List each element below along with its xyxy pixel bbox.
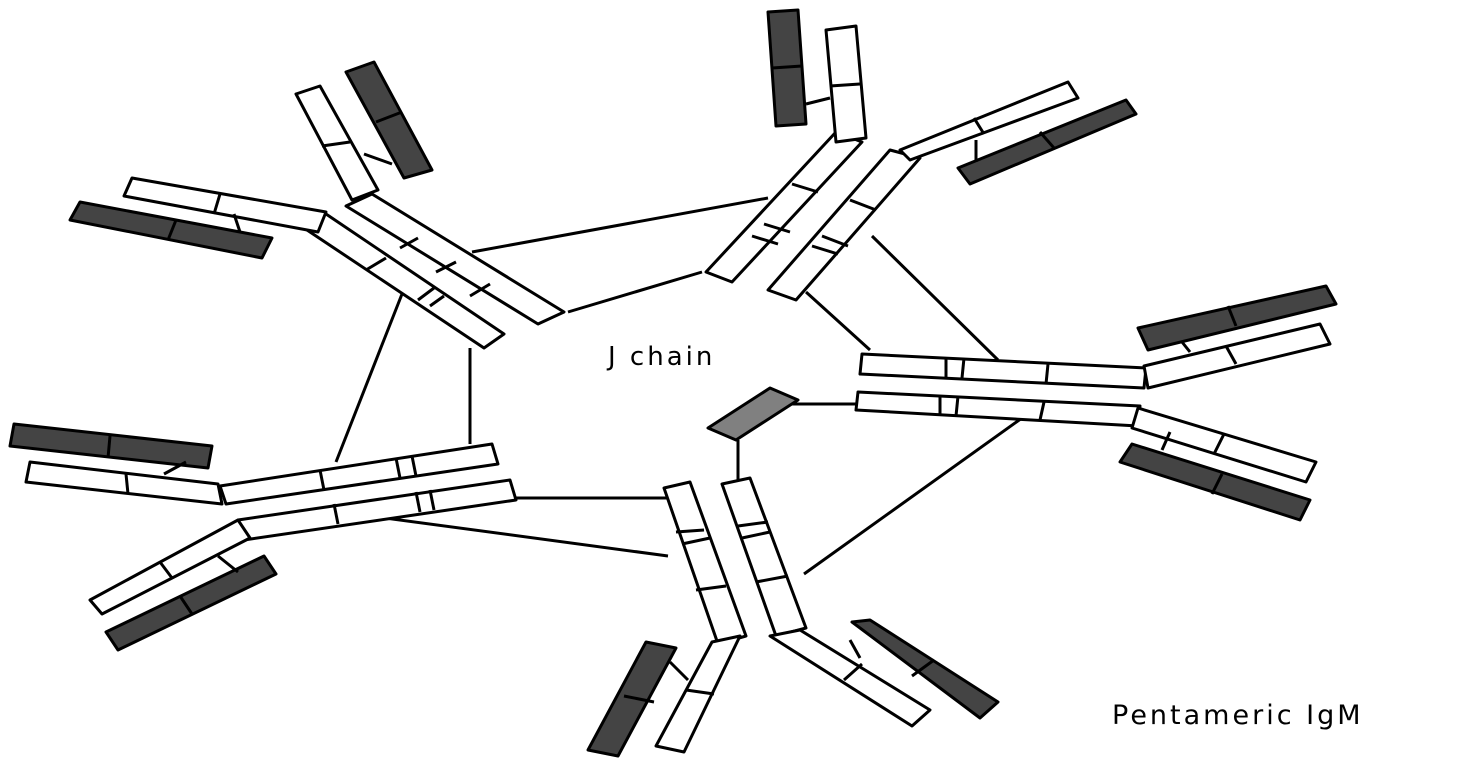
bond-line — [870, 234, 1000, 362]
heavy-chain-fc — [344, 192, 566, 326]
heavy-chain-fab — [898, 80, 1080, 162]
heavy-chain-fc — [218, 442, 500, 506]
light-chain — [1136, 284, 1338, 352]
light-chain — [1118, 442, 1312, 522]
light-chain — [104, 554, 278, 652]
heavy-chain-fab — [1130, 406, 1318, 484]
light-chain — [850, 618, 1000, 720]
heavy-chain-fc — [858, 352, 1148, 390]
bond-line — [369, 514, 669, 558]
heavy-chain-fc — [662, 480, 748, 646]
heavy-chain-fab — [88, 518, 252, 616]
igm-monomer-bottom-left — [8, 422, 518, 652]
heavy-chain-fab — [1142, 322, 1332, 390]
heavy-chain-fab — [654, 634, 742, 754]
bond-line — [567, 270, 703, 314]
igm-monomer-top-right — [704, 8, 1138, 302]
light-chain — [344, 60, 434, 180]
j-chain — [706, 386, 800, 442]
heavy-chain-fab — [122, 176, 328, 234]
igm-monomer-right — [854, 284, 1338, 522]
heavy-chain-fab — [768, 628, 932, 728]
j-chain-label: J chain — [608, 342, 716, 372]
igm-monomer-top-left — [68, 60, 566, 350]
diagram-title: Pentameric IgM — [1112, 700, 1364, 731]
bond-line — [804, 290, 872, 352]
heavy-chain-fab — [24, 460, 224, 506]
bond-line — [471, 196, 769, 254]
bond-line — [803, 416, 1023, 576]
igm-monomer-bottom — [586, 476, 1000, 758]
bond-line — [334, 293, 404, 463]
light-chain — [8, 422, 214, 470]
heavy-chain-fc — [720, 476, 808, 638]
disulfide-bonds — [334, 196, 1023, 576]
heavy-chain-fc — [854, 390, 1142, 428]
heavy-chain-fc — [766, 148, 922, 302]
